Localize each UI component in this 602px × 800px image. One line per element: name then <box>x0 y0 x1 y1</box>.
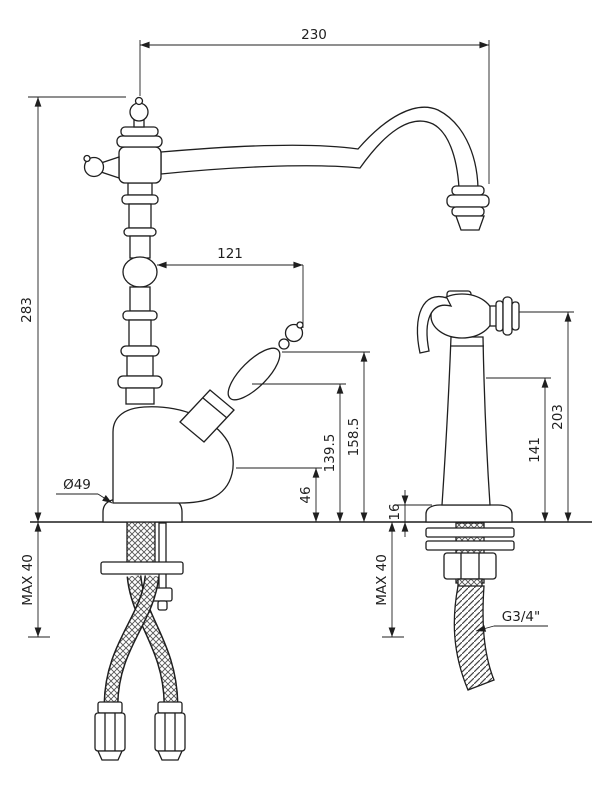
dim-handle-height <box>282 351 370 522</box>
dim-label-203: 203 <box>550 404 566 430</box>
lever-ball <box>284 323 304 343</box>
faucet-top-knob <box>83 154 120 179</box>
dim-label-121: 121 <box>217 246 243 262</box>
dim-top-width <box>139 40 490 184</box>
supply-hoses <box>103 575 179 705</box>
faucet-head <box>118 146 162 184</box>
dimension-lines <box>28 40 574 638</box>
faucet-mounting-washer <box>100 561 184 575</box>
faucet-lever-socket <box>179 389 235 443</box>
hand-sprayer <box>416 290 520 691</box>
sprayer-base-flange <box>425 504 513 523</box>
dim-sprayer-flange <box>394 490 432 537</box>
spout-aerator <box>446 185 490 231</box>
dim-label-max40-left: MAX 40 <box>20 554 36 606</box>
dim-label-max40-right: MAX 40 <box>374 554 390 606</box>
dim-label-46: 46 <box>298 486 314 503</box>
faucet-side-lever <box>227 321 304 401</box>
faucet-spout <box>160 106 479 189</box>
dim-body-height <box>236 467 322 522</box>
dim-max-deck-right <box>382 522 404 638</box>
hose-nut-right <box>154 701 186 761</box>
dim-label-139-5: 139.5 <box>322 434 338 473</box>
sprayer-handle <box>441 336 491 506</box>
sprayer-washer-1 <box>425 527 515 538</box>
dim-label-283: 283 <box>19 297 35 323</box>
sprayer-hex-nut <box>443 552 497 580</box>
dim-max-deck-left <box>28 522 50 638</box>
dim-sprayer-height <box>519 311 574 522</box>
dim-label-g34: G3/4" <box>502 609 540 625</box>
dim-label-230: 230 <box>301 27 327 43</box>
dim-overall-height <box>28 96 126 522</box>
dim-sprayer-grip <box>486 377 551 522</box>
faucet-threaded-shank <box>126 521 156 565</box>
sprayer-trigger <box>416 295 453 354</box>
dim-label-dia49: Ø49 <box>63 477 91 493</box>
dim-label-158-5: 158.5 <box>346 418 362 457</box>
sprayer-washer-2 <box>425 540 515 551</box>
dimension-labels: 230 283 121 46 139.5 158.5 16 141 203 MA… <box>19 27 566 625</box>
dim-base-diameter-leader <box>56 493 113 504</box>
hose-nut-left <box>94 701 126 761</box>
dim-spout-height <box>252 383 346 522</box>
faucet-top-finial <box>116 96 163 148</box>
sprayer-hose <box>453 585 495 691</box>
dim-hose-thread-leader <box>475 625 548 632</box>
dim-label-141: 141 <box>527 437 543 463</box>
dim-label-16: 16 <box>387 503 403 520</box>
faucet <box>83 96 490 761</box>
dim-handle-reach <box>157 261 304 328</box>
faucet-column <box>117 182 163 405</box>
